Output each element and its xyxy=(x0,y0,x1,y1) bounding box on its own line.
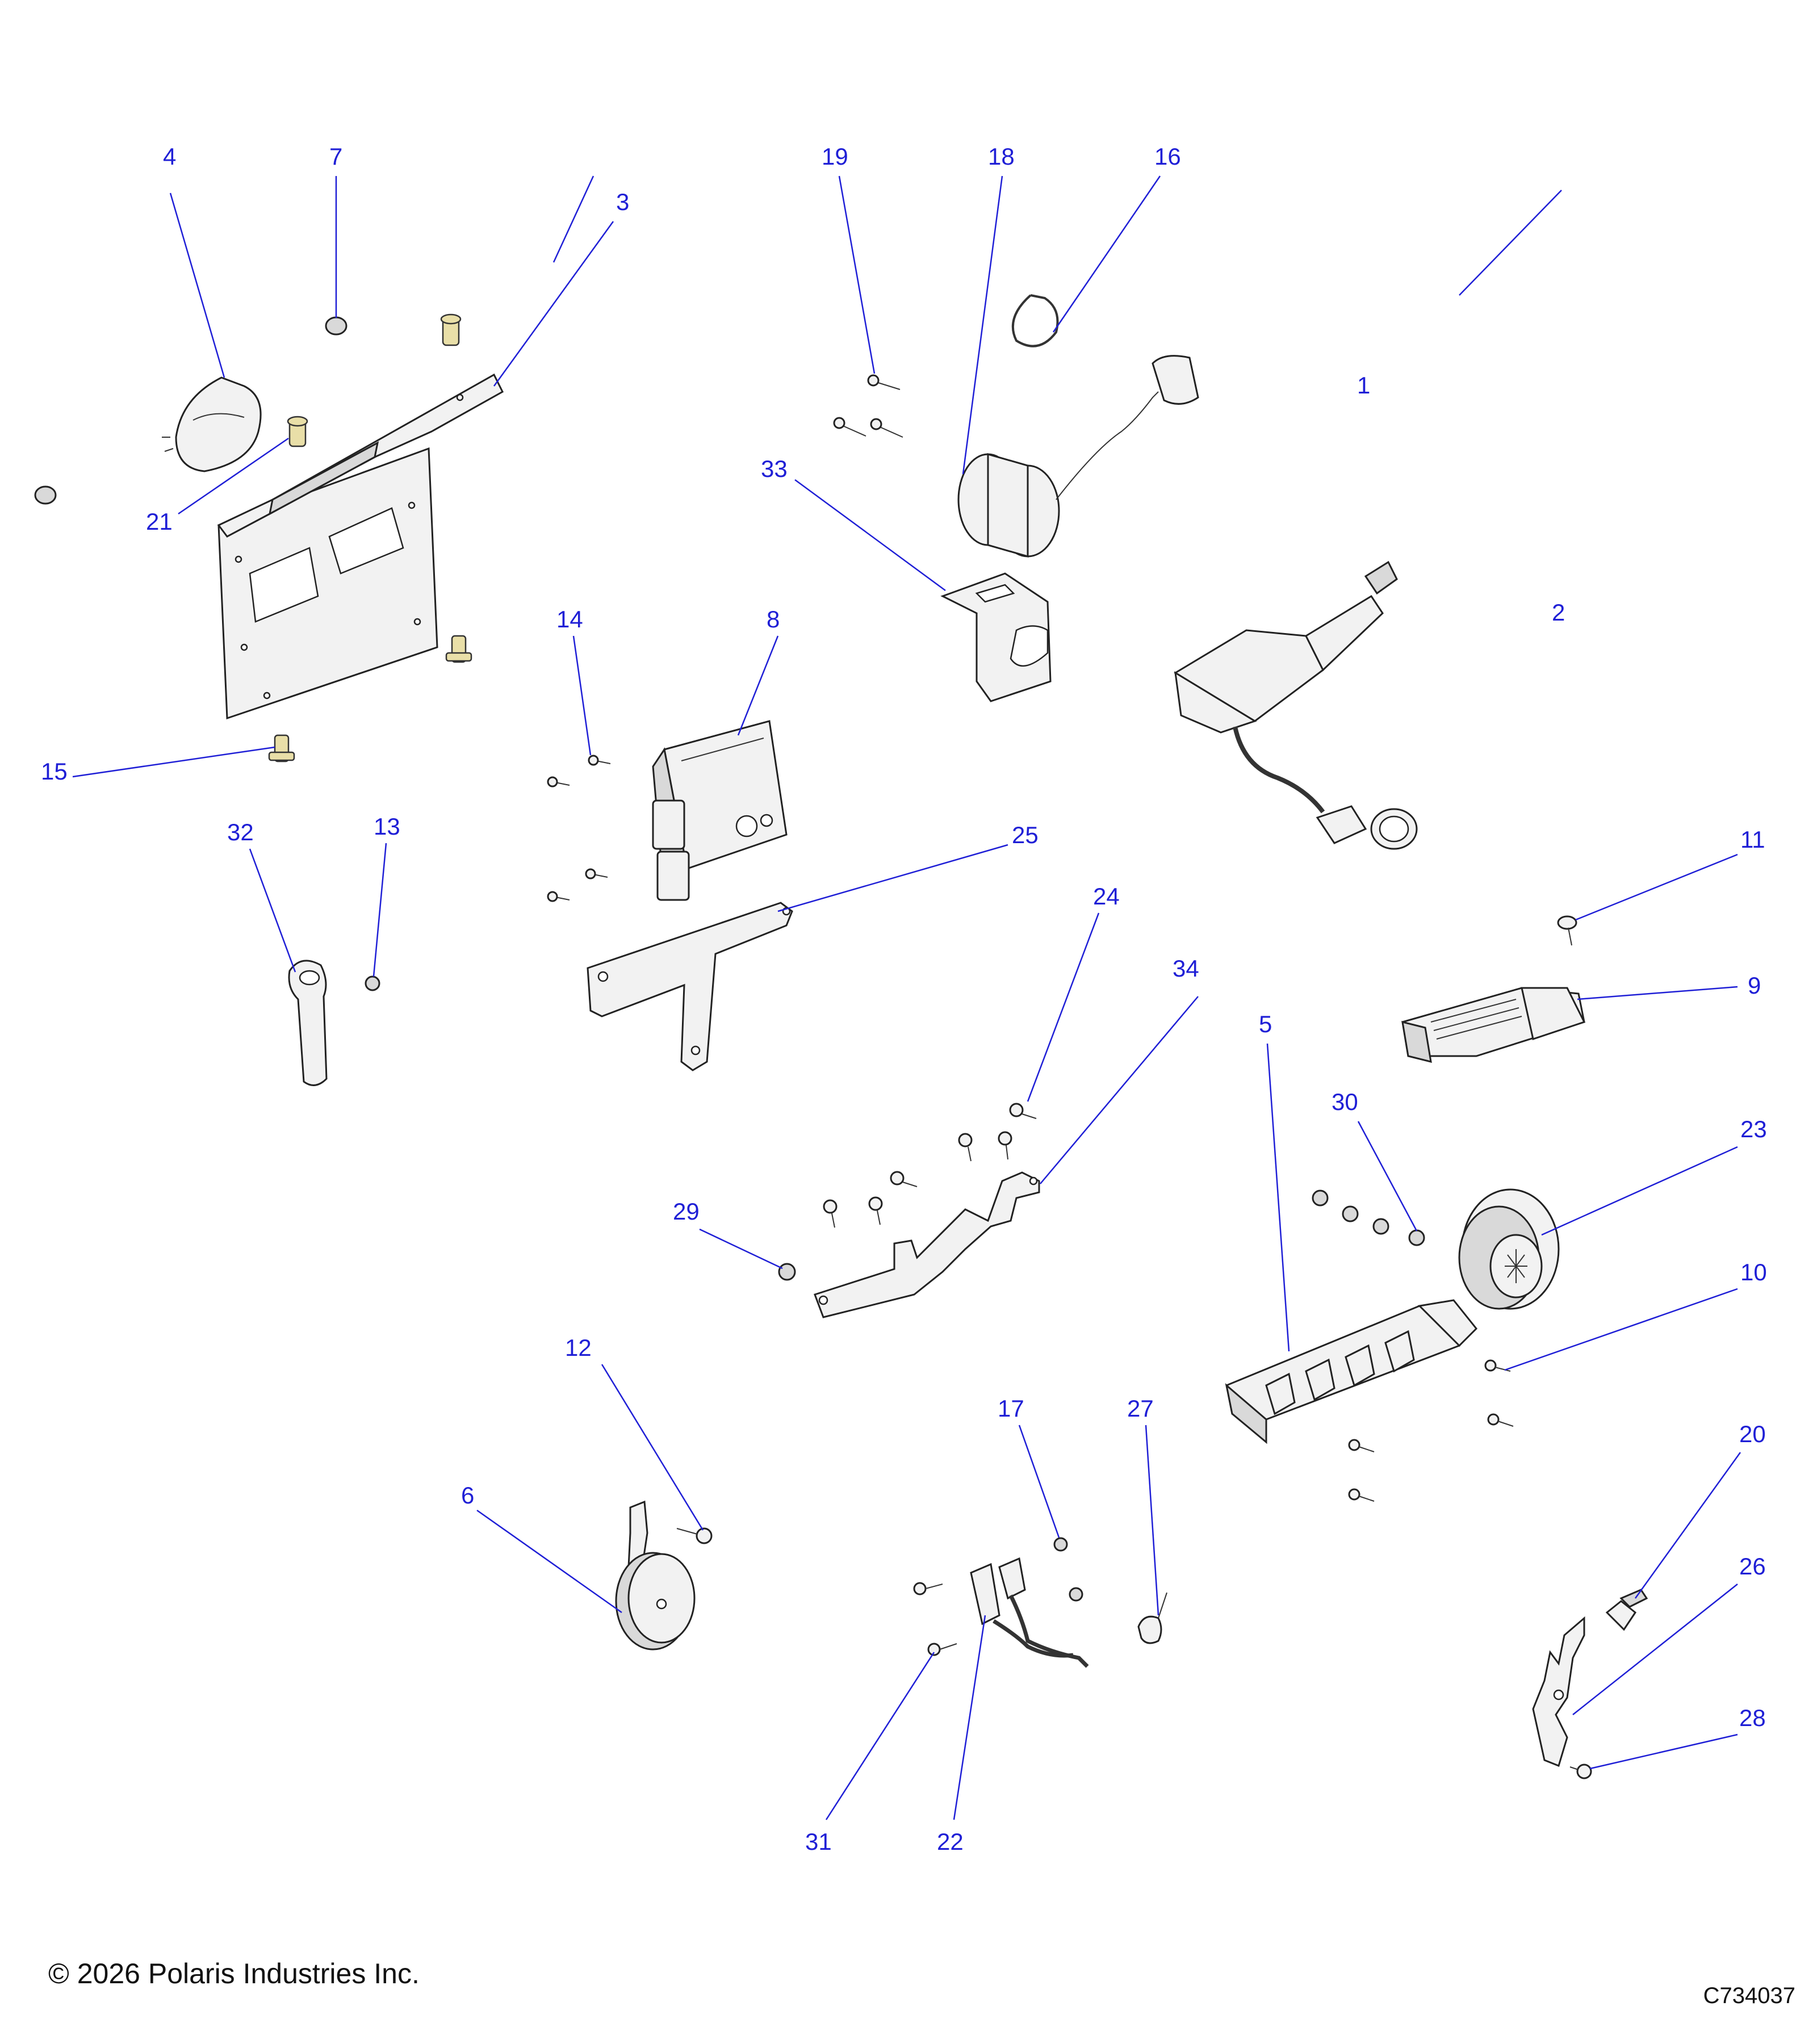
relay xyxy=(162,376,262,472)
cable-clip xyxy=(1011,294,1059,347)
callout-28: 28 xyxy=(1739,1704,1766,1731)
wire-harness xyxy=(913,1537,1089,1668)
callout-25: 25 xyxy=(1012,822,1039,848)
bolt xyxy=(833,374,903,438)
mounting-bracket xyxy=(1532,1616,1585,1767)
callout-11: 11 xyxy=(1740,826,1765,853)
nut xyxy=(778,1263,796,1281)
callout-13: 13 xyxy=(374,813,400,840)
horn xyxy=(615,1500,696,1651)
callout-32: 32 xyxy=(227,819,254,845)
callout-34: 34 xyxy=(1173,955,1199,982)
copyright-notice: © 2026 Polaris Industries Inc. xyxy=(48,1958,420,1989)
callout-23: 23 xyxy=(1740,1116,1767,1142)
callout-5: 5 xyxy=(1259,1011,1272,1037)
callout-18: 18 xyxy=(988,143,1015,170)
callout-30: 30 xyxy=(1332,1088,1358,1115)
standoff xyxy=(268,734,295,763)
callout-4: 4 xyxy=(163,143,176,170)
screw xyxy=(547,755,611,902)
callout-20: 20 xyxy=(1739,1421,1766,1447)
sensor xyxy=(1605,1589,1648,1631)
mounting-plate xyxy=(217,373,504,720)
callout-12: 12 xyxy=(565,1334,592,1361)
bolt xyxy=(823,1103,1037,1228)
callout-6: 6 xyxy=(461,1482,474,1509)
leader-lines xyxy=(72,175,1741,1820)
buzzer xyxy=(957,355,1199,558)
standoff xyxy=(287,416,308,447)
callout-1: 1 xyxy=(1357,372,1370,399)
callout-26: 26 xyxy=(1739,1553,1766,1580)
callout-9: 9 xyxy=(1748,972,1761,999)
screw xyxy=(676,1527,713,1544)
connector xyxy=(1401,987,1586,1063)
callout-21: 21 xyxy=(146,508,173,535)
callout-labels: 1 2 3 4 5 6 7 8 9 10 11 12 13 14 15 16 1… xyxy=(41,143,1767,1855)
nut xyxy=(365,975,380,991)
indicator-bracket xyxy=(940,572,1052,702)
diagram-code: C734037 xyxy=(1703,1983,1795,2008)
callout-3: 3 xyxy=(616,189,629,215)
nut xyxy=(34,485,57,505)
callout-29: 29 xyxy=(673,1198,700,1225)
callout-31: 31 xyxy=(805,1828,832,1855)
ecu-bracket xyxy=(587,902,793,1071)
callout-16: 16 xyxy=(1154,143,1181,170)
screw xyxy=(1348,1359,1514,1502)
steering-switch xyxy=(1174,560,1418,850)
callout-24: 24 xyxy=(1093,883,1120,910)
callout-7: 7 xyxy=(329,143,342,170)
callout-15: 15 xyxy=(41,758,68,785)
nut xyxy=(325,316,348,336)
fuse-block xyxy=(1225,1299,1478,1444)
callout-8: 8 xyxy=(767,606,780,633)
callout-17: 17 xyxy=(998,1395,1024,1422)
callout-10: 10 xyxy=(1740,1259,1767,1285)
cable-clip xyxy=(1137,1592,1167,1644)
callout-14: 14 xyxy=(556,606,583,633)
ecu-module xyxy=(652,720,788,901)
callout-27: 27 xyxy=(1127,1395,1154,1422)
callout-2: 2 xyxy=(1552,599,1565,626)
power-socket xyxy=(1458,1188,1560,1310)
callout-33: 33 xyxy=(761,455,788,482)
standoff xyxy=(440,313,462,346)
callout-22: 22 xyxy=(937,1828,964,1855)
nut xyxy=(1312,1189,1425,1246)
screw xyxy=(1557,915,1577,946)
bolt xyxy=(1569,1764,1592,1779)
support-bracket xyxy=(814,1171,1040,1318)
callout-19: 19 xyxy=(822,143,848,170)
standoff xyxy=(445,635,472,663)
terminal-boot xyxy=(288,960,328,1086)
